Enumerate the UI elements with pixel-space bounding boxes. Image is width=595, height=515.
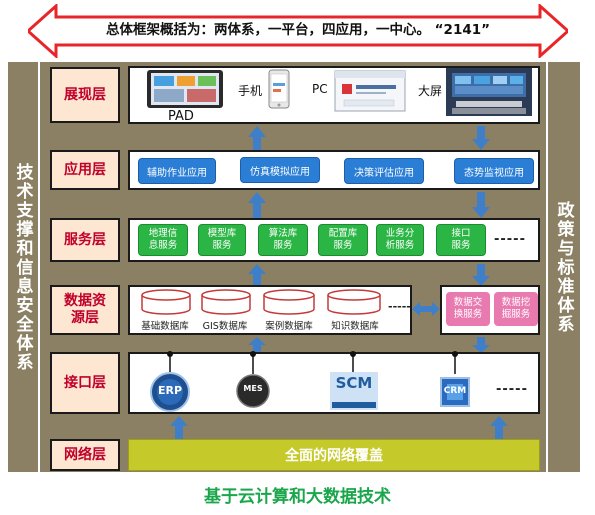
- database-basic-label: 基础数据库: [141, 321, 189, 332]
- database-case-icon: [263, 289, 315, 315]
- phone-device-icon: [268, 69, 290, 109]
- data-exchange-line1: 数据交: [453, 297, 483, 308]
- arrow-down-data-to-interface: [472, 337, 490, 353]
- arrow-up-network-to-interface-right: [490, 416, 508, 440]
- data-exchange-line2: 换服务: [453, 309, 483, 320]
- app-decision-evaluation: 决策评估应用: [344, 158, 424, 184]
- database-basic-icon: [141, 289, 191, 315]
- database-knowledge-icon: [327, 289, 381, 315]
- data-mining-service: 数据挖 掘服务: [494, 292, 538, 326]
- scm-icon: [330, 372, 378, 410]
- database-gis-icon: [201, 289, 251, 315]
- layer-label-data-line1: 数据资: [64, 293, 106, 309]
- service-model-library: 模型库 服务: [198, 224, 246, 256]
- service-business-line1: 业务分: [385, 228, 415, 239]
- arrow-bidirectional-data: [412, 302, 440, 316]
- mes-label: MES: [243, 384, 263, 393]
- interface-connectors: [167, 351, 458, 374]
- database-ellipsis: -----: [388, 300, 411, 313]
- erp-label: ERP: [157, 384, 183, 397]
- arrow-down-service-to-data: [472, 264, 490, 286]
- side-right-policy-standards: 政策与标准体系: [548, 62, 580, 472]
- bigscreen-icon: [446, 68, 532, 116]
- service-business-line2: 析服务: [385, 240, 415, 251]
- service-algorithm-library: 算法库 服务: [258, 224, 308, 256]
- database-knowledge-label: 知识数据库: [331, 321, 379, 332]
- arrow-up-network-to-interface-left: [170, 416, 188, 440]
- service-config-line2: 服务: [333, 240, 353, 251]
- service-config-library: 配置库 服务: [318, 224, 368, 256]
- layer-label-network: 网络层: [50, 439, 120, 471]
- service-model-line1: 模型库: [207, 228, 237, 239]
- pc-label: PC: [312, 82, 328, 96]
- data-mining-line2: 掘服务: [501, 309, 531, 320]
- layer-label-data-line2: 源层: [71, 310, 99, 326]
- crm-icon: [440, 377, 470, 407]
- footer-caption: 基于云计算和大数据技术: [204, 487, 391, 507]
- service-ellipsis: -----: [494, 232, 526, 247]
- service-config-line1: 配置库: [328, 228, 358, 239]
- service-geographic: 地理信 息服务: [138, 224, 188, 256]
- service-interface-line1: 接口: [451, 228, 471, 239]
- layer-label-interface: 接口层: [50, 352, 120, 414]
- scm-label: SCM: [335, 374, 373, 392]
- layer-label-display: 展现层: [50, 67, 120, 123]
- layer-label-service: 服务层: [50, 218, 120, 262]
- arrow-up-app-to-display: [248, 126, 266, 150]
- arrow-down-display-to-app: [472, 126, 490, 150]
- database-case-label: 案例数据库: [265, 321, 313, 332]
- arrow-up-service-to-app: [248, 192, 266, 218]
- service-algorithm-line2: 服务: [273, 240, 293, 251]
- service-algorithm-line1: 算法库: [268, 228, 298, 239]
- app-simulation: 仿真模拟应用: [240, 157, 320, 183]
- crm-label: CRM: [443, 386, 467, 396]
- mes-icon: [236, 374, 270, 408]
- data-mining-line1: 数据挖: [501, 297, 531, 308]
- arrow-up-data-to-service: [248, 264, 266, 286]
- side-left-technology-security: 技术支撑和信息安全体系: [8, 62, 38, 472]
- app-assist-operation: 辅助作业应用: [138, 158, 216, 184]
- database-gis-label: GIS数据库: [202, 321, 248, 332]
- data-exchange-service: 数据交 换服务: [446, 292, 490, 326]
- service-interface-line2: 服务: [451, 240, 471, 251]
- layer-label-data: 数据资 源层: [50, 285, 120, 335]
- pad-label: PAD: [168, 109, 194, 124]
- database-cylinders: [141, 289, 381, 315]
- bigscreen-label: 大屏: [418, 84, 443, 98]
- arrow-up-interface-to-data: [248, 337, 266, 353]
- banner-arrow: [28, 4, 568, 58]
- pad-device-icon: [147, 70, 223, 108]
- arrow-down-app-to-service: [472, 192, 490, 218]
- phone-label: 手机: [238, 84, 263, 98]
- layer-label-application: 应用层: [50, 150, 120, 190]
- banner-text: 总体框架概括为：两体系，一平台，四应用，一中心。 “2141”: [105, 22, 491, 38]
- network-coverage-bar: 全面的网络覆盖: [128, 439, 540, 471]
- pc-screen-icon: [334, 70, 406, 112]
- service-interface: 接口 服务: [436, 224, 486, 256]
- interface-ellipsis: -----: [496, 382, 528, 397]
- service-geographic-line1: 地理信: [148, 228, 178, 239]
- service-geographic-line2: 息服务: [148, 240, 178, 251]
- app-situation-monitoring: 态势监视应用: [454, 158, 534, 184]
- service-model-line2: 服务: [212, 240, 232, 251]
- service-business-analysis: 业务分 析服务: [376, 224, 424, 256]
- erp-icon: [150, 372, 190, 412]
